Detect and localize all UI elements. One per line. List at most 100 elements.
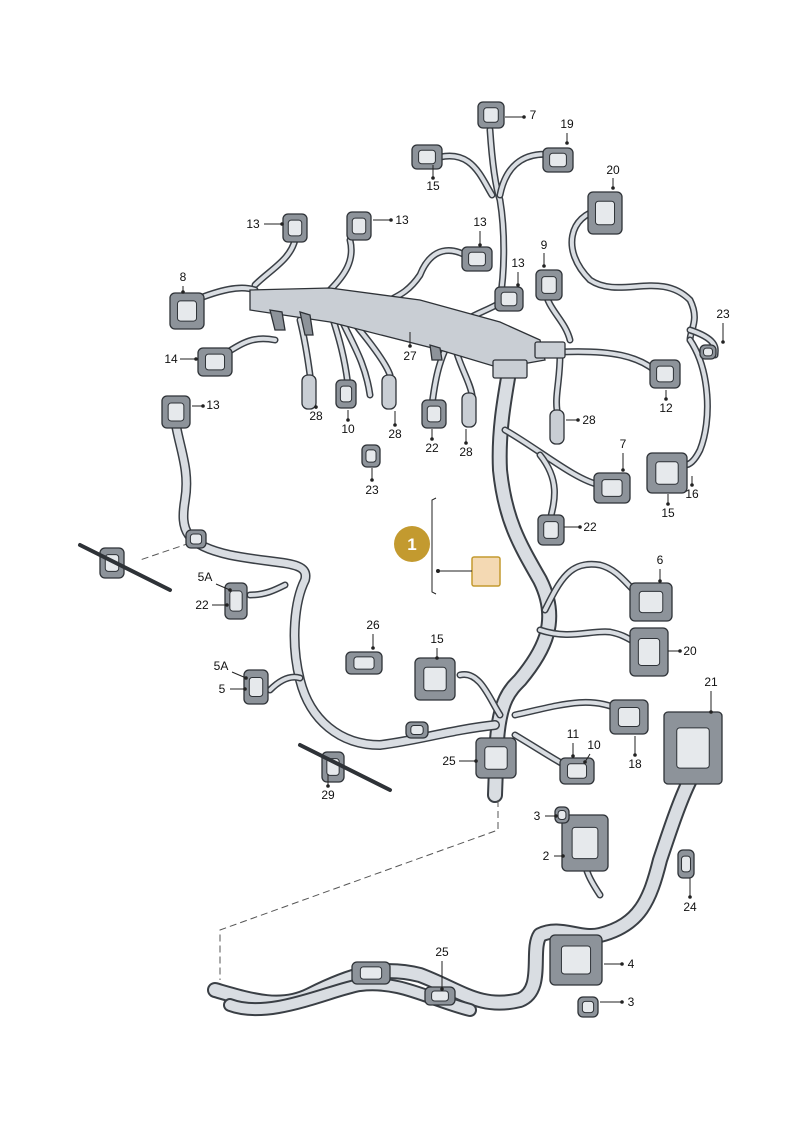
highlight-box[interactable] [471,556,501,587]
part-number-label: 18 [628,757,642,771]
part-number-label: 20 [606,163,620,177]
parts [78,101,723,1018]
part-number-label: 8 [180,270,187,284]
part-number-label: 28 [582,413,596,427]
connector [561,814,609,872]
leader-dot [690,483,694,487]
leader-dot [554,814,558,818]
part-number-label: 16 [685,487,699,501]
harness-branch-fill [248,583,287,597]
leader-dot [721,340,725,344]
part-number-label: 7 [530,108,537,122]
connector [224,582,248,620]
sensor-probe [549,409,565,445]
part-number-label: 25 [435,945,449,959]
connector [346,211,372,241]
connector [649,359,681,389]
leader-dot [370,478,374,482]
part-number-label: 2 [543,849,550,863]
cable-rail [249,287,566,379]
harness-branch-fill [328,238,354,292]
part-number-label: 14 [164,352,178,366]
connector [421,399,447,429]
part-number-label: 24 [683,900,697,914]
connector [609,699,649,735]
part-number-label: 26 [366,618,380,632]
cable-tie [298,743,392,792]
leader-dot [326,784,330,788]
part-number-label: 19 [560,117,574,131]
connector [577,996,599,1018]
leader-dot [371,646,375,650]
main-part-badge[interactable] [394,526,430,562]
harness-branch-fill [268,675,302,692]
part-number-label: 15 [430,632,444,646]
harness-branch-fill [298,318,312,377]
leader-dot [709,710,713,714]
leader-dot [225,603,229,607]
part-number-label: 10 [341,422,355,436]
connector [549,934,603,986]
connector [629,627,669,677]
leader-dot [346,418,350,422]
leader-dot [576,418,580,422]
leader-dot [478,243,482,247]
leader-dot [666,502,670,506]
part-number-label: 25 [442,754,456,768]
leader-dot [542,264,546,268]
connector [537,514,565,546]
leader-dot [633,753,637,757]
connector [494,286,524,312]
leader-dot [435,656,439,660]
harness-branch-fill [554,353,562,412]
leader-dot [431,176,435,180]
connector [424,986,456,1006]
connector [405,721,429,739]
connector [535,269,563,301]
leader-dot [522,115,526,119]
connector [411,144,443,170]
harness-branches [170,126,719,1017]
part-number-label: 12 [659,401,673,415]
leader-dot [658,579,662,583]
part-number-label: 15 [661,506,675,520]
part-number-label: 15 [426,179,440,193]
harness-branch-fill [503,428,602,487]
sensor-probe [461,392,477,428]
reference-lines [139,497,499,980]
leader-dot [688,895,692,899]
part-number-label: 13 [206,398,220,412]
sensor-probe [381,374,397,410]
harness-branch-fill [683,338,710,467]
part-number-label: 13 [511,256,525,270]
connector [169,292,205,330]
connector [554,806,570,824]
leader-dot [620,1000,624,1004]
leader-dot [571,754,575,758]
harness-branch-fill [570,208,697,342]
connector [243,669,269,705]
part-number-label: 6 [657,553,664,567]
leader-dot [244,676,248,680]
leader-dot [474,759,478,763]
connector [461,246,493,272]
leader-dot [578,525,582,529]
leader-dot [430,437,434,441]
connector [414,657,456,701]
part-number-label: 13 [473,215,487,229]
leader-dot [201,404,205,408]
leader-dot [389,218,393,222]
part-number-label: 9 [541,238,548,252]
part-number-label: 21 [704,675,718,689]
part-number-label: 4 [628,957,635,971]
connector [677,849,695,879]
part-number-label: 7 [620,437,627,451]
leader-dot [408,344,412,348]
part-number-label: 29 [321,788,335,802]
connector [475,737,517,779]
part-number-label: 22 [425,441,439,455]
leader-dot [620,962,624,966]
leader-dot [516,283,520,287]
